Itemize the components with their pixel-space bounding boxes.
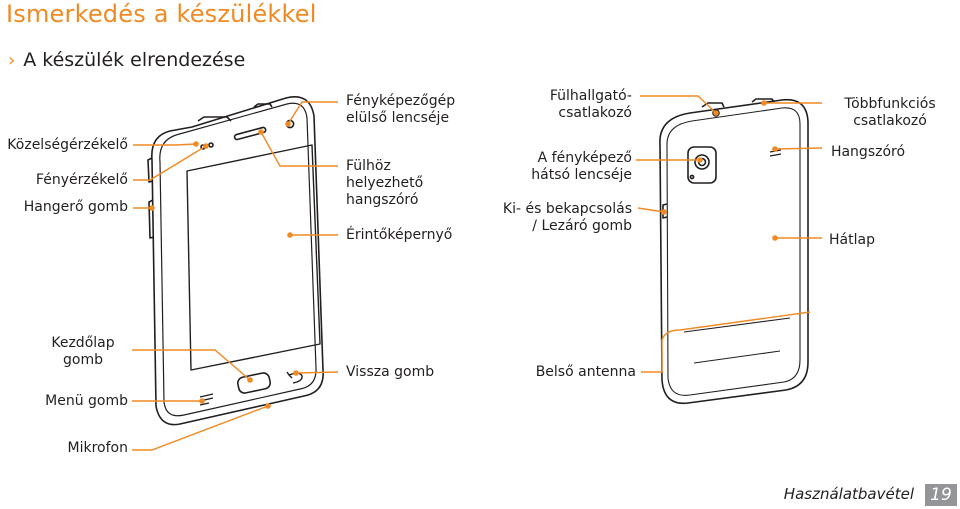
- front-phone-illustration: [147, 96, 324, 426]
- label-power-key-line-2: / Lezáró gomb: [532, 218, 632, 234]
- label-back-key: Vissza gomb: [346, 364, 435, 380]
- label-power-key-line-1: Ki- és bekapcsolás: [502, 201, 632, 217]
- label-power-key: Ki- és bekapcsolás / Lezáró gomb: [503, 201, 632, 235]
- label-front-camera-line-2: elülső lencséje: [346, 110, 450, 126]
- label-rear-camera-line-2: hátsó lencséje: [531, 167, 632, 183]
- footer-section-name: Használatbavétel: [783, 485, 914, 503]
- label-internal-antenna: Belső antenna: [535, 364, 636, 380]
- label-multifunction-jack: Többfunkciós csatlakozó: [822, 96, 958, 130]
- label-multifunction-jack-line-1: Többfunkciós: [844, 96, 936, 112]
- label-headset-jack: Fülhallgató- csatlakozó: [550, 88, 632, 122]
- chapter-title: Ismerkedés a készülékkel: [6, 0, 317, 28]
- label-earpiece: Fülhöz helyezhető hangszóró: [346, 158, 423, 209]
- section-title-text: A készülék elrendezése: [23, 49, 246, 71]
- section-title: › A készülék elrendezése: [8, 49, 245, 71]
- label-multifunction-jack-line-2: csatlakozó: [853, 113, 927, 129]
- label-back-cover: Hátlap: [829, 232, 875, 248]
- leader-lines: [132, 95, 823, 451]
- label-speaker: Hangszóró: [830, 144, 906, 160]
- label-volume-key: Hangerő gomb: [23, 199, 128, 215]
- label-rear-camera-line-1: A fényképező: [537, 150, 632, 166]
- label-menu-key: Menü gomb: [45, 393, 128, 409]
- label-rear-camera: A fényképező hátsó lencséje: [531, 150, 632, 184]
- leader-dots: [149, 100, 778, 409]
- label-headset-jack-line-2: csatlakozó: [558, 105, 632, 121]
- label-headset-jack-line-1: Fülhallgató-: [549, 88, 632, 104]
- label-earpiece-line-3: hangszóró: [346, 192, 419, 208]
- label-home-key: Kezdőlap gomb: [38, 335, 128, 369]
- label-proximity-sensor: Közelségérzékelő: [7, 137, 128, 153]
- back-phone-illustration: [659, 98, 809, 405]
- section-arrow-icon: ›: [8, 50, 16, 71]
- label-microphone: Mikrofon: [67, 440, 128, 456]
- label-light-sensor: Fényérzékelő: [35, 172, 128, 188]
- label-front-camera-line-1: Fényképezőgép: [346, 93, 456, 109]
- page-number-badge: 19: [925, 484, 957, 506]
- label-earpiece-line-2: helyezhető: [346, 175, 424, 191]
- label-home-key-line-1: Kezdőlap: [51, 335, 115, 351]
- label-front-camera: Fényképezőgép elülső lencséje: [346, 93, 455, 127]
- label-home-key-line-2: gomb: [63, 352, 103, 368]
- label-touchscreen: Érintőképernyő: [346, 227, 453, 243]
- label-earpiece-line-1: Fülhöz: [346, 158, 391, 174]
